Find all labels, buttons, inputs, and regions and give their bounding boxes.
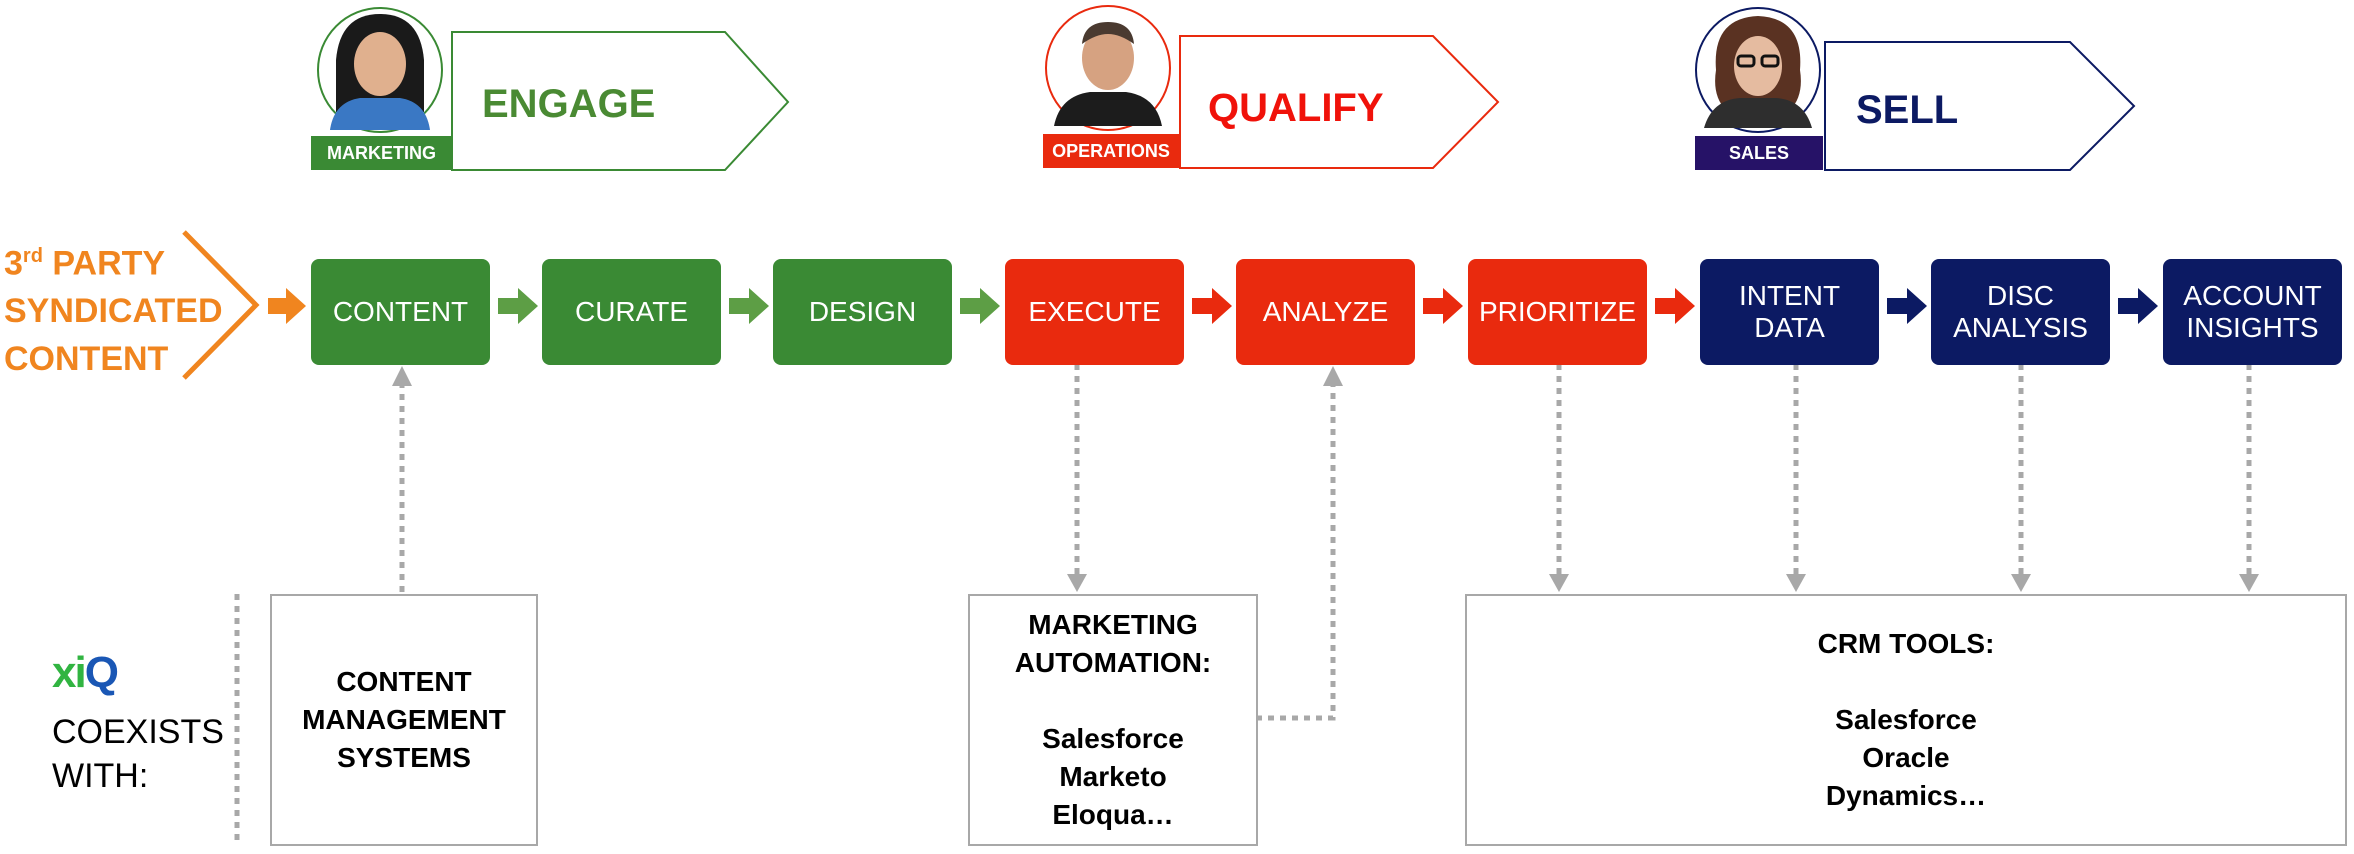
step-execute: EXECUTE [1005, 259, 1184, 365]
step-arrow-4 [1192, 288, 1232, 324]
step-arrow-5 [1423, 288, 1463, 324]
source-arrow [268, 288, 306, 324]
step-prioritize: PRIORITIZE [1468, 259, 1647, 365]
step-content: CONTENT [311, 259, 490, 365]
sell-pennant [1824, 41, 2136, 171]
step-arrow-6 [1655, 288, 1695, 324]
arrowhead-ma [1067, 574, 1087, 592]
arrowhead-analyze [1323, 366, 1343, 386]
arrowhead-content [392, 366, 412, 386]
step-arrow-1 [498, 288, 538, 324]
tool-box-marketing-automation: MARKETING AUTOMATION: Salesforce Marketo… [968, 594, 1258, 846]
step-curate: CURATE [542, 259, 721, 365]
tool-box-crm: CRM TOOLS: Salesforce Oracle Dynamics… [1465, 594, 2347, 846]
step-arrow-8 [2118, 288, 2158, 324]
source-chevron [182, 230, 260, 380]
xiq-logo-xi: xi [52, 648, 87, 697]
role-tag-sales: SALES [1695, 136, 1823, 170]
step-account-insights: ACCOUNT INSIGHTS [2163, 259, 2342, 365]
arrowhead-crm-3 [2011, 574, 2031, 592]
sales-avatar [1695, 7, 1821, 133]
marketing-avatar [317, 7, 443, 133]
role-tag-operations: OPERATIONS [1043, 134, 1179, 168]
step-arrow-7 [1887, 288, 1927, 324]
source-line-2: SYNDICATED [4, 292, 223, 331]
role-tag-marketing: MARKETING [311, 136, 452, 170]
source-line-3: CONTENT [4, 340, 169, 379]
arrowhead-crm-2 [1786, 574, 1806, 592]
source-label: 3rd PARTY SYNDICATED CONTENT [4, 232, 223, 383]
step-arrow-3 [960, 288, 1000, 324]
arrowhead-crm-4 [2239, 574, 2259, 592]
stage-title-qualify: QUALIFY [1208, 86, 1384, 130]
arrowhead-crm-1 [1549, 574, 1569, 592]
qualify-pennant [1179, 35, 1500, 169]
stage-title-engage: ENGAGE [482, 82, 656, 126]
xiq-logo-q: Q [84, 648, 119, 697]
step-design: DESIGN [773, 259, 952, 365]
source-line-1: 3rd PARTY [4, 244, 166, 283]
stage-title-sell: SELL [1856, 88, 1959, 132]
step-analyze: ANALYZE [1236, 259, 1415, 365]
step-intent-data: INTENT DATA [1700, 259, 1879, 365]
xiq-logo: xiQ [52, 648, 119, 698]
connector-ma-to-analyze [1256, 385, 1336, 721]
step-arrow-2 [729, 288, 769, 324]
operations-avatar [1045, 5, 1171, 131]
step-disc-analysis: DISC ANALYSIS [1931, 259, 2110, 365]
coexists-label: COEXISTS WITH: [52, 713, 224, 795]
engage-pennant [451, 31, 790, 171]
tool-box-cms: CONTENT MANAGEMENT SYSTEMS [270, 594, 538, 846]
